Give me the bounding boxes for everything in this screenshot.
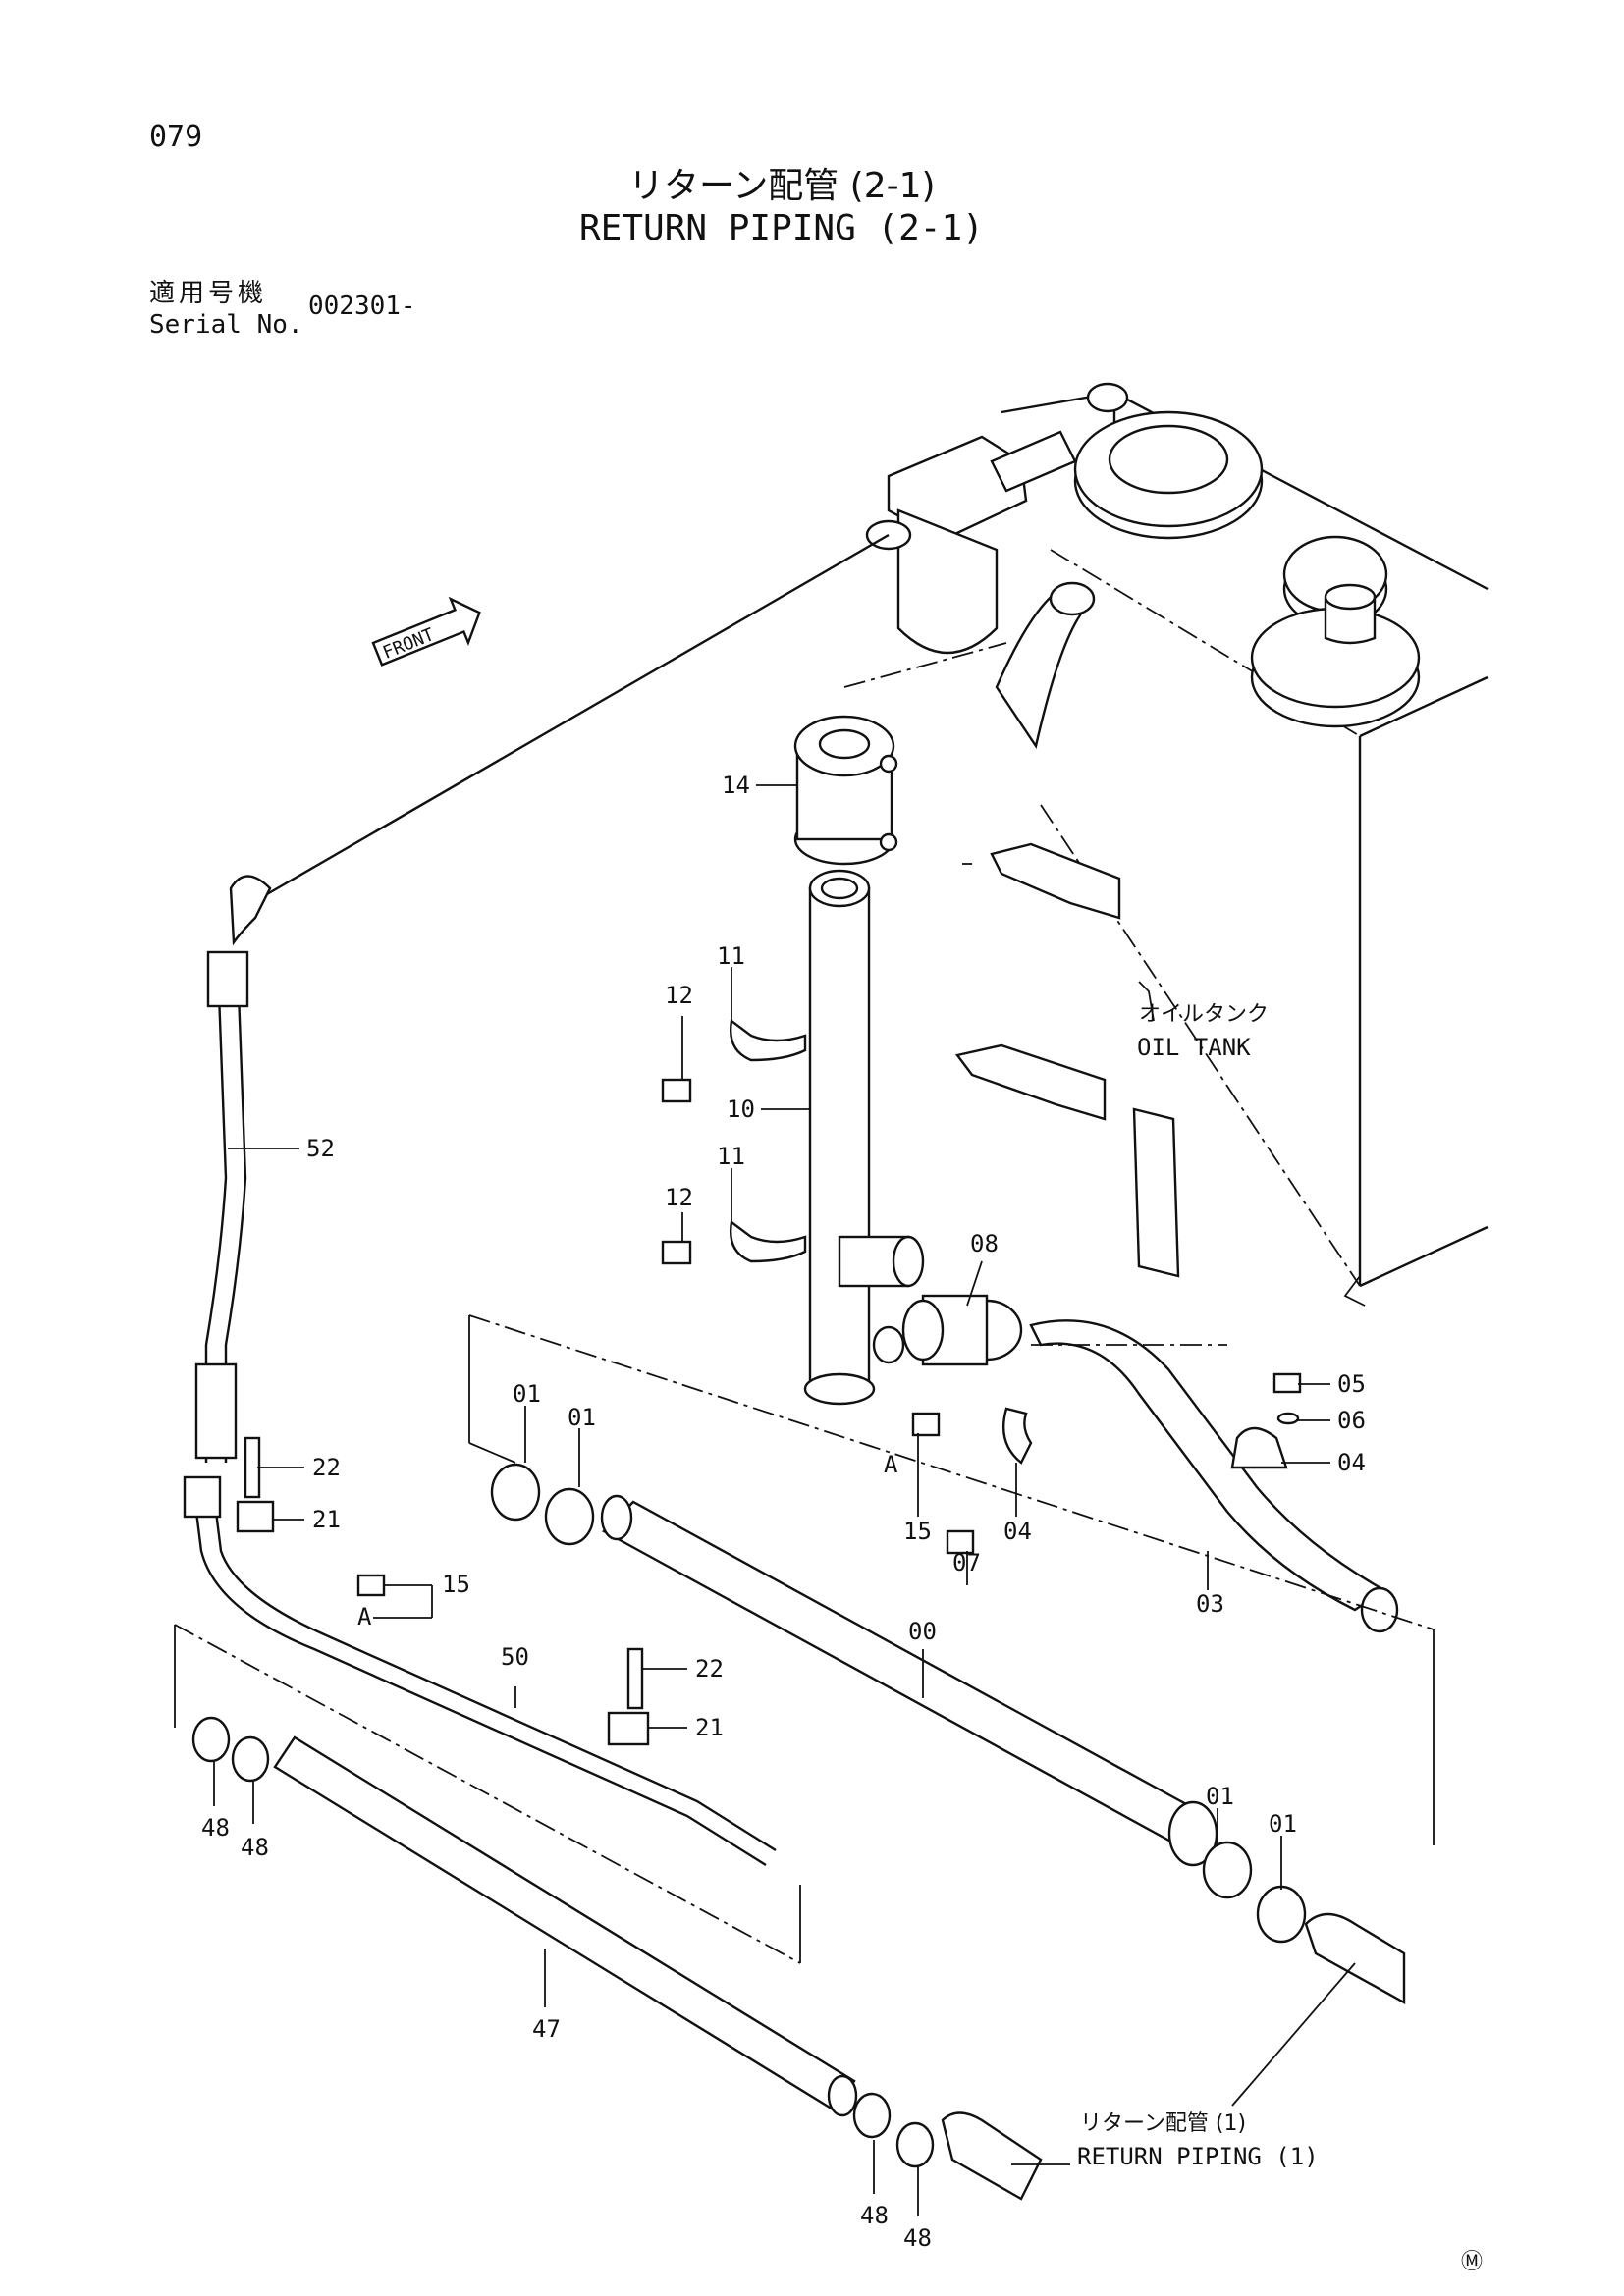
callout-48-b: 48 bbox=[241, 1834, 269, 1861]
serial-label-japanese: 適用号機 bbox=[149, 279, 268, 308]
callout-21-right: 21 bbox=[695, 1714, 724, 1741]
part-48-hose-clamps bbox=[191, 1716, 935, 2168]
callout-07: 07 bbox=[952, 1549, 981, 1576]
manufacturer-mark: Ⓜ bbox=[1461, 2250, 1484, 2274]
callout-12-upper: 12 bbox=[665, 982, 693, 1009]
return-piping-1-stub bbox=[941, 1912, 1406, 2201]
part-12-bolts bbox=[661, 1078, 692, 1265]
small-hardware bbox=[236, 1372, 1302, 1746]
callout-04-left: 04 bbox=[1003, 1518, 1032, 1545]
front-arrow: FRONT bbox=[371, 596, 481, 667]
callout-labels: 14 11 12 10 11 12 08 01 01 05 06 04 15 0… bbox=[201, 772, 1366, 2252]
callout-22-left: 22 bbox=[312, 1454, 341, 1481]
part-08-coupling bbox=[901, 1294, 1023, 1366]
callout-05: 05 bbox=[1337, 1370, 1366, 1398]
callout-47: 47 bbox=[532, 2015, 561, 2043]
part-52-pipe bbox=[194, 533, 890, 1463]
return-filter-housing bbox=[865, 430, 1096, 749]
callout-04-right: 04 bbox=[1337, 1449, 1366, 1476]
part-00-hose bbox=[600, 1494, 1218, 1867]
callout-22-right: 22 bbox=[695, 1655, 724, 1682]
view-a-label-lower: A bbox=[357, 1603, 372, 1630]
callout-01-a: 01 bbox=[513, 1380, 541, 1408]
callout-01-b: 01 bbox=[568, 1404, 596, 1431]
callout-12-lower: 12 bbox=[665, 1184, 693, 1211]
callout-01-c: 01 bbox=[1206, 1783, 1234, 1810]
callout-06: 06 bbox=[1337, 1407, 1366, 1434]
callout-48-a: 48 bbox=[201, 1814, 230, 1842]
callout-52: 52 bbox=[306, 1135, 335, 1162]
callout-50: 50 bbox=[501, 1643, 529, 1671]
callout-48-d: 48 bbox=[903, 2224, 932, 2252]
page-number: 079 bbox=[149, 120, 203, 154]
callout-10: 10 bbox=[727, 1095, 755, 1123]
part-14-hose-coupling bbox=[793, 715, 898, 866]
leader-lines bbox=[213, 784, 1356, 2216]
oil-tank bbox=[1001, 382, 1489, 1307]
assembly-guide-lines bbox=[174, 642, 1435, 1964]
part-11-clamps bbox=[730, 1018, 807, 1263]
return-piping-label: RETURN PIPING (1) bbox=[1077, 2143, 1319, 2170]
part-10-pipe bbox=[803, 869, 925, 1406]
serial-label: Serial No. bbox=[149, 310, 303, 340]
page-title-japanese: リターン配管 (2-1) bbox=[628, 166, 936, 206]
part-03-hose bbox=[1029, 1319, 1399, 1633]
page-title: RETURN PIPING (2-1) bbox=[579, 208, 984, 248]
part-47-hose bbox=[273, 1735, 858, 2117]
callout-15-lower: 15 bbox=[442, 1571, 470, 1598]
callout-14: 14 bbox=[722, 772, 750, 799]
callout-15-upper: 15 bbox=[903, 1518, 932, 1545]
callout-08: 08 bbox=[970, 1230, 999, 1257]
callout-01-d: 01 bbox=[1269, 1810, 1297, 1838]
callout-11-upper: 11 bbox=[717, 942, 745, 970]
part-50-pipe bbox=[183, 1475, 777, 1867]
view-a-label-upper: A bbox=[884, 1451, 898, 1478]
return-piping-label-japanese: リターン配管 (1) bbox=[1080, 2111, 1246, 2136]
callout-00: 00 bbox=[908, 1618, 937, 1645]
callout-11-lower: 11 bbox=[717, 1143, 745, 1170]
oil-tank-label-japanese: オイルタンク bbox=[1139, 1002, 1269, 1027]
oil-tank-label: OIL TANK bbox=[1137, 1034, 1251, 1061]
callout-21-left: 21 bbox=[312, 1506, 341, 1533]
callout-48-c: 48 bbox=[860, 2202, 889, 2229]
serial-number-value: 002301- bbox=[308, 292, 416, 321]
callout-03: 03 bbox=[1196, 1590, 1224, 1618]
tank-brackets bbox=[954, 842, 1180, 1278]
